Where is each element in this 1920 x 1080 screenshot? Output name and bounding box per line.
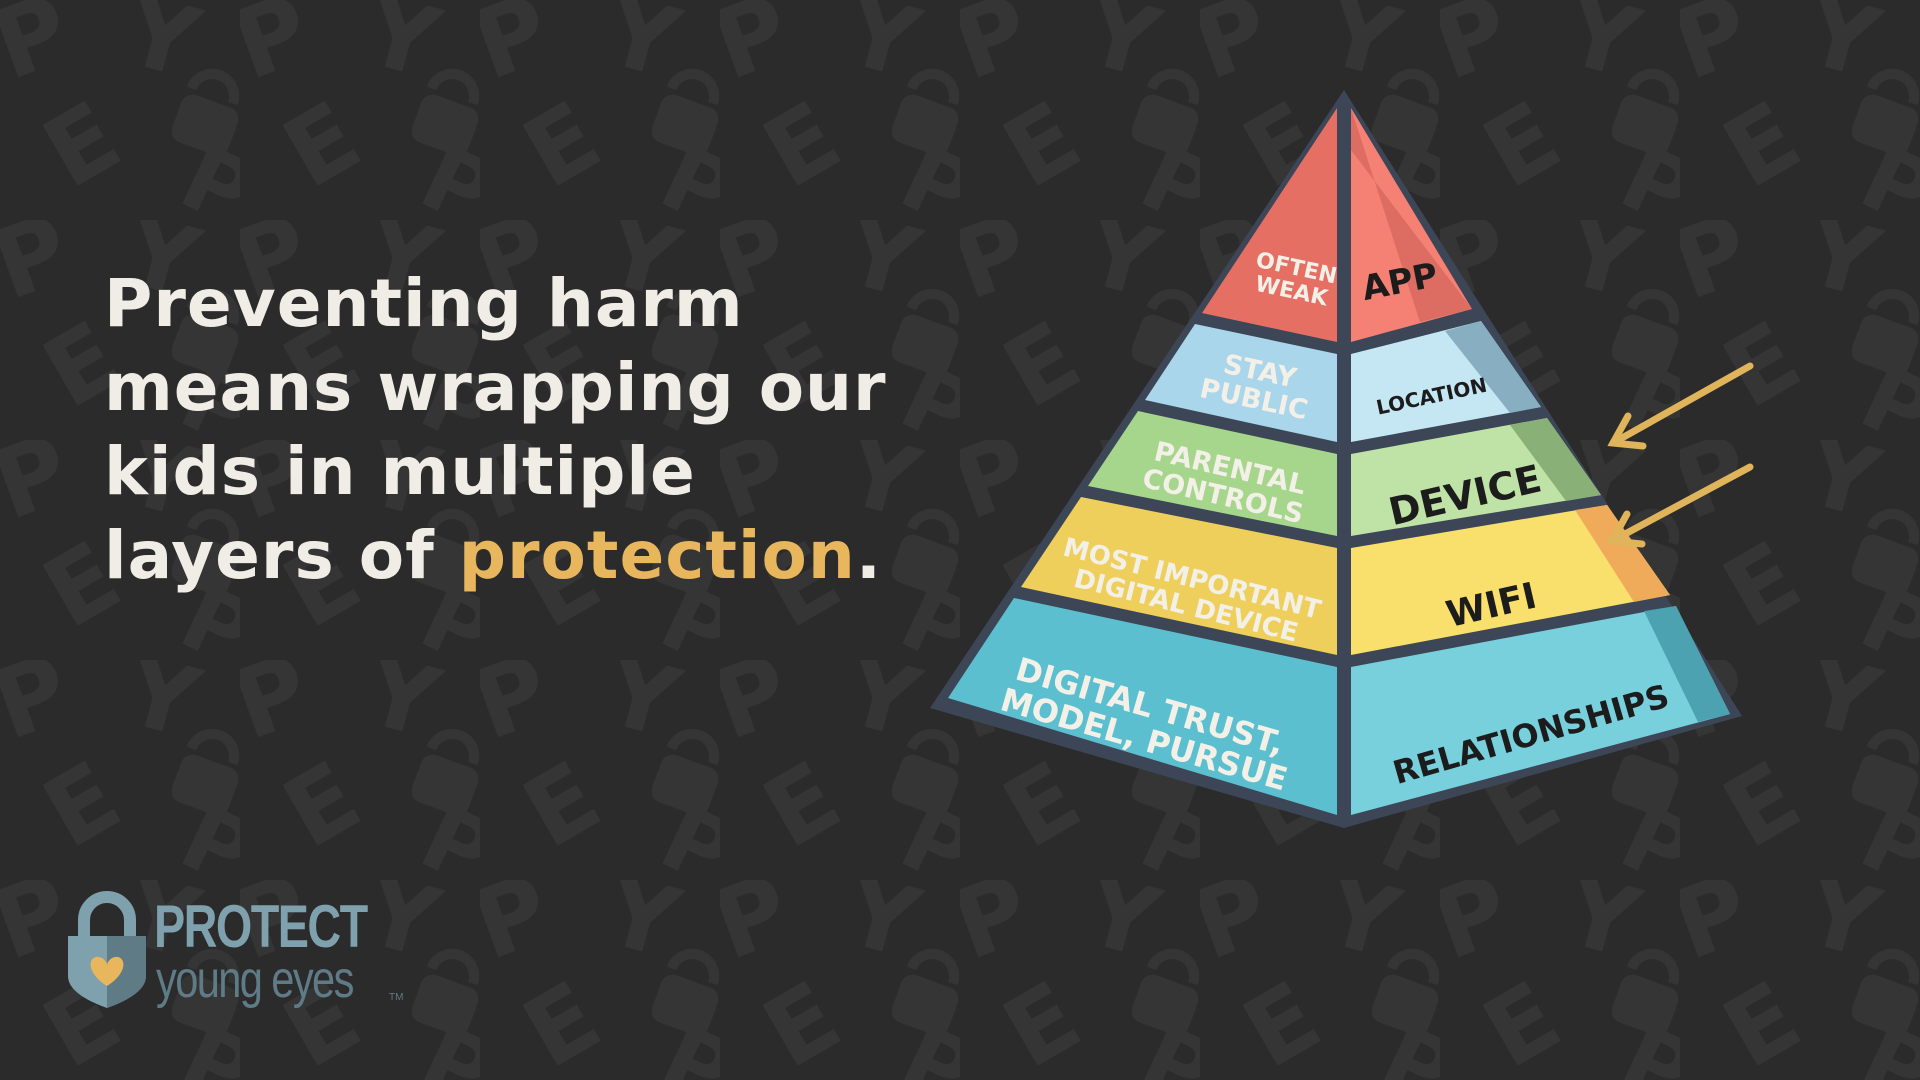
- headline-line-2: means wrapping our: [104, 349, 887, 426]
- headline-line-4: layers of protection.: [104, 514, 924, 598]
- layer-relationships: [948, 598, 1730, 815]
- layer-wifi-left-face: [1021, 497, 1337, 655]
- logo-word-young-eyes: young eyes: [156, 951, 354, 1009]
- protection-pyramid: OFTEN WEAK STAY PUBLIC PARENTAL CONTROLS…: [930, 90, 1754, 828]
- device-arrow-icon: [1607, 362, 1754, 450]
- layer-location: [1145, 321, 1541, 442]
- wifi-arrow-icon: [1606, 463, 1754, 548]
- headline-line-3: kids in multiple: [104, 433, 696, 510]
- layer-device: [1088, 411, 1601, 536]
- layer-app-left-face: [1202, 108, 1337, 342]
- layer-wifi-right-face: [1351, 505, 1670, 655]
- layer-app: [1202, 108, 1472, 342]
- layer-device-left-face: [1088, 411, 1337, 536]
- layer-wifi: [1021, 497, 1670, 655]
- layer-device-shade: [1510, 418, 1601, 501]
- layer-relationships-left-face: [948, 598, 1337, 815]
- headline-line-1: Preventing harm: [104, 265, 744, 342]
- headline: Preventing harm means wrapping our kids …: [104, 262, 924, 598]
- logo-word-protect: PROTECT: [154, 893, 368, 960]
- layer-app-shade: [1351, 108, 1472, 322]
- headline-line-4-suffix: .: [855, 517, 882, 594]
- layer-location-shade: [1445, 321, 1541, 413]
- layer-wifi-shade: [1575, 505, 1670, 602]
- layer-location-left-face: [1145, 324, 1337, 442]
- padlock-heart-icon: [68, 891, 146, 1008]
- layer-relationships-right-face: [1351, 606, 1730, 815]
- headline-line-4-prefix: layers of: [104, 517, 459, 594]
- logo-trademark: TM: [389, 992, 404, 1003]
- headline-accent-word: protection: [458, 517, 856, 594]
- layer-relationships-shade: [1644, 606, 1730, 722]
- protect-young-eyes-logo: PROTECT young eyes TM: [62, 890, 422, 1020]
